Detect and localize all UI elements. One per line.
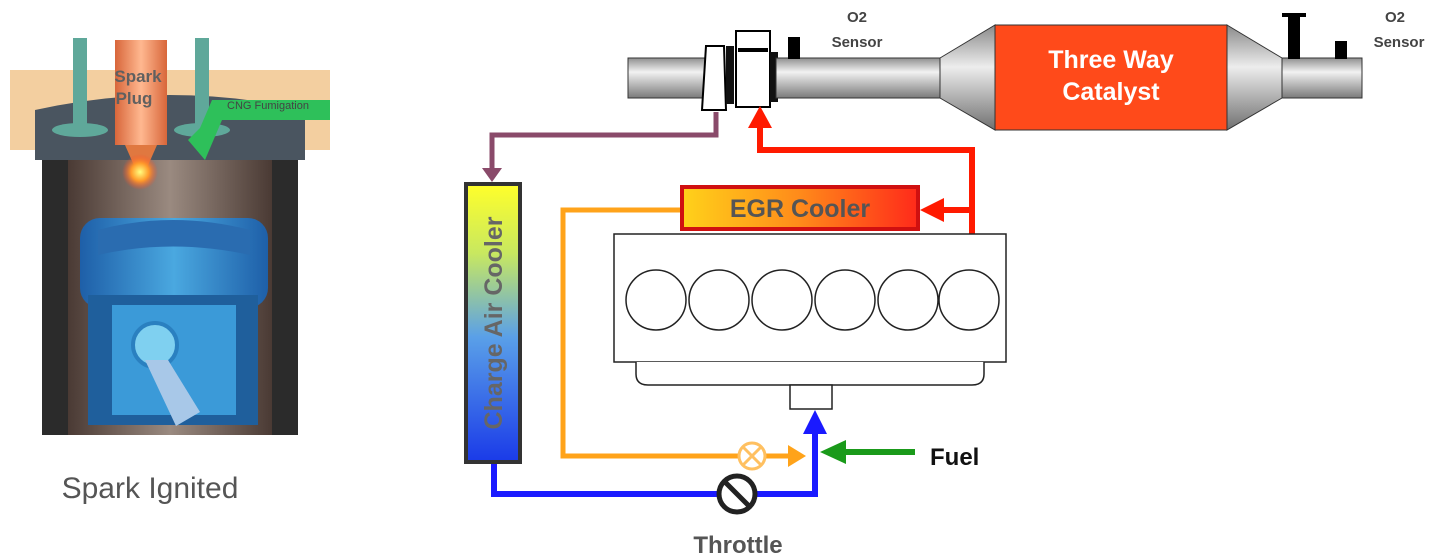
temperature-sensor-icon	[1288, 15, 1300, 59]
intake-manifold-port	[789, 384, 833, 410]
cylinder-1	[625, 269, 687, 331]
intake-air-arrow-icon	[803, 410, 827, 434]
spark-plug-label-line2: Plug	[116, 89, 153, 108]
fuel-label: Fuel	[930, 444, 979, 471]
catalyst-inlet-cone	[939, 24, 996, 131]
cylinder-3	[751, 269, 813, 331]
flame-icon	[122, 154, 158, 190]
egr-cooler-label: EGR Cooler	[730, 195, 871, 223]
o2-sensor-2-label-line2: Sensor	[1374, 34, 1425, 51]
cng-fumigation-label: CNG Fumigation	[227, 100, 309, 112]
cng-arrow-icon	[188, 100, 330, 160]
throttle-valve-icon	[716, 473, 758, 515]
egr-valve-icon	[737, 441, 767, 471]
exhaust-arrow-icon	[748, 106, 772, 128]
egr-return-arrow-icon	[788, 445, 806, 467]
three-way-catalyst	[994, 24, 1228, 131]
egr-cooler: EGR Cooler	[680, 185, 920, 231]
connecting-rod	[145, 360, 200, 426]
compressed-air-line	[489, 112, 719, 172]
egr-return-line	[560, 207, 790, 459]
throttle-label: Throttle	[693, 532, 782, 559]
o2-sensor-2-label-line1: O2	[1385, 9, 1405, 26]
compressed-air-arrow-icon	[482, 168, 502, 182]
spark-plug-icon	[115, 40, 167, 145]
exhaust-system: Three Way Catalyst O2 Sensor O2 Sensor	[627, 9, 1425, 131]
exhaust-line	[757, 125, 975, 234]
intake-air-line	[491, 430, 818, 497]
turbo-turbine	[735, 30, 771, 108]
cylinder-4	[814, 269, 876, 331]
egr-branch-arrow-icon	[920, 198, 944, 222]
exhaust-valve	[195, 38, 209, 128]
exhaust-inlet-pipe	[627, 57, 709, 99]
spark-ignited-cylinder-illustration: Spark Plug CNG Fumigation Spark Ignited	[10, 38, 330, 505]
catalyst-outlet-cone	[1226, 24, 1283, 131]
fuel-arrow-icon	[820, 440, 846, 464]
turbo-compressor	[700, 45, 728, 111]
cylinder-5	[877, 269, 939, 331]
cylinder-2	[688, 269, 750, 331]
charge-air-cooler-label: Charge Air Cooler	[480, 216, 508, 429]
o2-sensor-2-icon	[1335, 41, 1347, 59]
charge-air-cooler: Charge Air Cooler	[464, 182, 522, 464]
spark-plug-label-line1: Spark	[114, 67, 162, 86]
catalyst-label-line1: Three Way	[1048, 46, 1174, 74]
o2-sensor-1-label-line1: O2	[847, 9, 867, 26]
engine-block	[613, 233, 1007, 410]
cylinder-6	[938, 269, 1000, 331]
o2-sensor-1-label-line2: Sensor	[832, 34, 883, 51]
intake-valve	[73, 38, 87, 128]
exhaust-mid-pipe	[775, 57, 941, 99]
o2-sensor-1-icon	[788, 37, 800, 59]
exhaust-outlet-pipe	[1281, 57, 1363, 99]
catalyst-label-line2: Catalyst	[1062, 78, 1160, 106]
spark-ignited-caption: Spark Ignited	[62, 472, 239, 505]
